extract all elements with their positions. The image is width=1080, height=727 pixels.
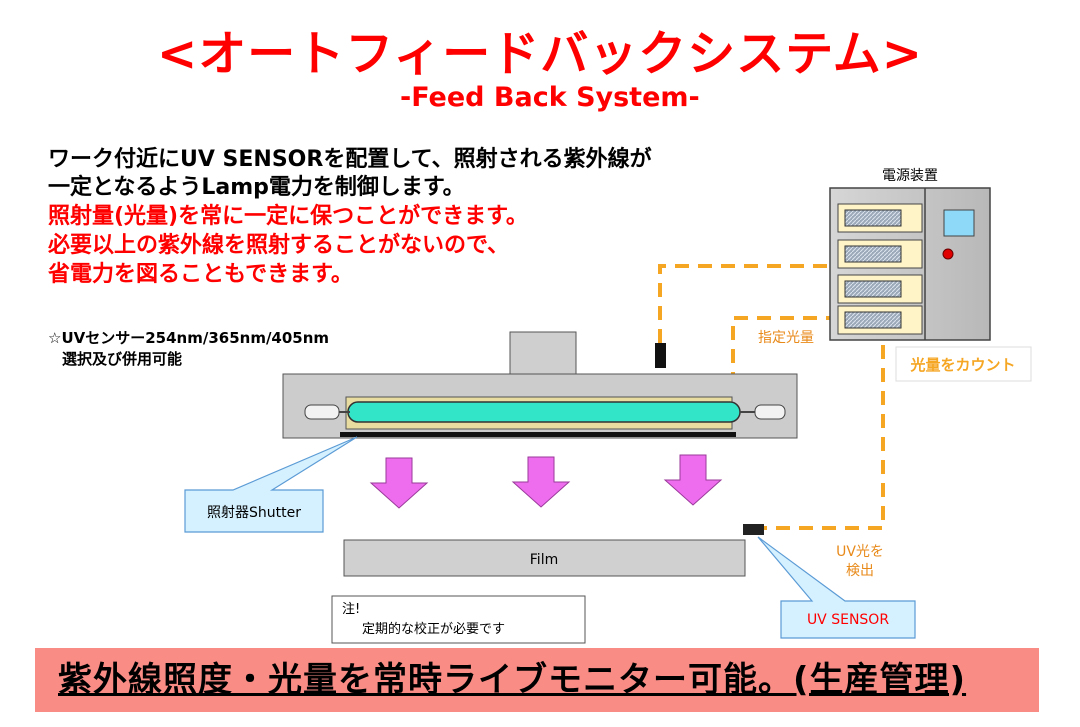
description-line-5: 省電力を図ることもできます。 xyxy=(48,262,353,287)
uv-lamp xyxy=(347,401,741,423)
power-control-line xyxy=(658,264,830,343)
description-line-3: 照射量(光量)を常に一定に保つことができます。 xyxy=(48,204,528,229)
description-line-2: 一定となるようLamp電力を制御します。 xyxy=(48,175,465,200)
uv-sensor-label: UV SENSOR xyxy=(807,612,889,628)
uv-arrow-3 xyxy=(663,454,723,506)
page-subtitle: -Feed Back System- xyxy=(400,82,700,113)
control-sensor xyxy=(655,343,666,368)
lamp-cap-left xyxy=(304,404,340,420)
sensor-note-line-1: ☆UVセンサー254nm/365nm/405nm xyxy=(48,329,330,347)
power-supply-label: 電源装置 xyxy=(882,168,938,184)
count-box xyxy=(895,346,1032,382)
display-screen xyxy=(943,209,975,237)
page-title: <オートフィードバックシステム> xyxy=(156,26,924,82)
power-supply-modules xyxy=(837,203,923,335)
indicator-lamp xyxy=(942,248,954,260)
uv-detect-label-2: 検出 xyxy=(846,563,874,579)
uv-sensor-callout xyxy=(757,536,916,639)
bottom-banner-text: 紫外線照度・光量を常時ライブモニター可能。(生産管理) xyxy=(58,660,967,700)
sensor-note-line-2: 選択及び併用可能 xyxy=(62,350,183,368)
note-text: 定期的な校正が必要です xyxy=(362,621,505,637)
uv-arrow-1 xyxy=(369,457,429,509)
count-line xyxy=(764,345,885,530)
bottom-banner xyxy=(35,648,1039,712)
count-label: 光量をカウント xyxy=(909,356,1015,374)
uv-arrow-2 xyxy=(511,456,571,508)
description-line-4: 必要以上の紫外線を照射することがないので、 xyxy=(48,233,510,258)
uv-arrows xyxy=(369,454,723,509)
feedback-lines xyxy=(658,264,885,530)
uv-sensor-block xyxy=(743,524,764,535)
irradiator-top-block xyxy=(509,331,577,375)
irradiator xyxy=(282,331,798,439)
calibration-note-box xyxy=(331,595,586,644)
shutter-plate xyxy=(340,432,736,437)
uv-detect-label-1: UV光を xyxy=(836,544,884,560)
shutter-label: 照射器Shutter xyxy=(207,505,301,521)
film xyxy=(343,539,746,577)
power-supply-unit xyxy=(829,187,991,341)
note-title: 注! xyxy=(342,602,360,617)
description-line-1: ワーク付近にUV SENSORを配置して、照射される紫外線が xyxy=(48,147,652,172)
lamp-cap-right xyxy=(754,404,786,420)
film-label: Film xyxy=(530,552,558,568)
set-light-label: 指定光量 xyxy=(758,330,814,346)
shutter-callout xyxy=(184,436,358,533)
